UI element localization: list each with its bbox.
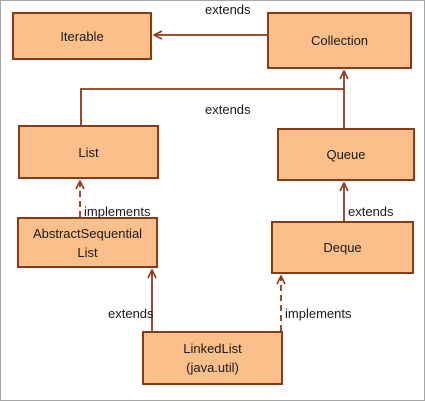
node-linked-list: LinkedList (java.util) [142,331,283,385]
node-deque-label: Deque [323,240,362,255]
node-iterable-label: Iterable [60,28,104,44]
label-linked-deque: implements [285,306,352,321]
label-linked-abstract: extends [108,306,154,321]
node-list-label: List [78,144,99,160]
node-abstract-sequential-list: AbstractSequential List [17,217,158,268]
node-linked-list-line2: (java.util) [186,360,239,375]
node-list: List [18,125,159,179]
node-collection: Collection [267,12,412,69]
label-abstract-list: implements [84,204,151,219]
edge-list-collection [80,88,344,125]
label-deque-queue: extends [348,204,394,219]
node-abstract-sequential-list-line1: AbstractSequential [32,225,143,241]
label-collection-iterable: extends [205,2,251,17]
node-queue: Queue [277,128,415,181]
node-linked-list-line1: LinkedList [183,341,242,356]
node-queue-label: Queue [326,147,366,162]
label-list-queue-collection: extends [205,102,251,117]
node-collection-label: Collection [310,33,369,48]
node-abstract-sequential-list-line2: List [77,244,98,260]
node-iterable: Iterable [12,12,152,60]
node-deque: Deque [271,221,414,274]
